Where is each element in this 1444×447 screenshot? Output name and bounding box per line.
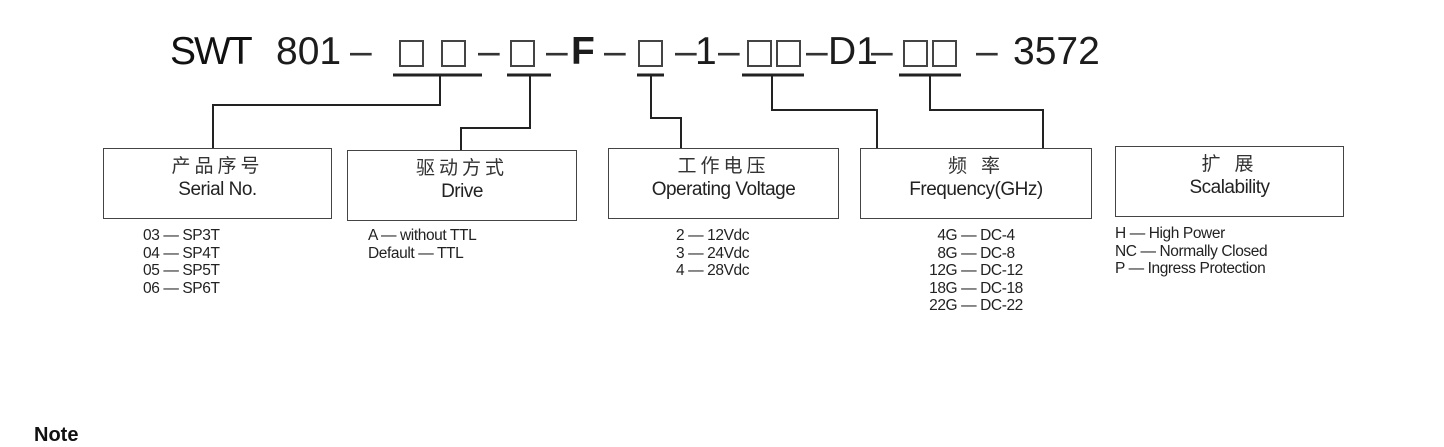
- option-item: 04 — SP4T: [143, 244, 220, 262]
- field-title-en: Serial No.: [178, 179, 257, 200]
- slot-frequency-1: [747, 40, 772, 67]
- option-item: NC — Normally Closed: [1115, 242, 1268, 260]
- field-title-zh: 驱动方式: [415, 157, 508, 179]
- option-item: 06 — SP6T: [143, 279, 220, 297]
- options-serial-no: 03 — SP3T 04 — SP4T 05 — SP5T 06 — SP6T: [143, 227, 220, 297]
- model-fixed-d1: D1: [828, 30, 878, 73]
- option-item: 2 — 12Vdc: [676, 227, 750, 244]
- model-fixed-1: 1: [695, 30, 717, 73]
- option-item: H — High Power: [1115, 225, 1225, 242]
- field-box-serial-no: 产品序号 Serial No.: [103, 148, 332, 219]
- code-dash: –: [976, 30, 998, 73]
- model-suffix: 3572: [1013, 30, 1100, 73]
- note-heading: Note: [34, 424, 79, 446]
- code-dash: –: [604, 30, 626, 73]
- code-dash: –: [871, 30, 893, 73]
- slot-drive: [510, 40, 535, 67]
- options-scalability: H — High Power NC — Normally Closed P — …: [1115, 225, 1268, 278]
- option-item: 4G — DC-4: [937, 227, 1015, 244]
- option-item: 8G — DC-8: [937, 244, 1015, 262]
- field-title-en: Operating Voltage: [651, 179, 796, 200]
- field-title-zh: 扩 展: [1201, 153, 1258, 175]
- option-item: 3 — 24Vdc: [676, 244, 750, 262]
- slot-scalability-2: [932, 40, 957, 67]
- slot-scalability-1: [903, 40, 928, 67]
- field-box-scalability: 扩 展 Scalability: [1115, 146, 1344, 217]
- field-box-drive: 驱动方式 Drive: [347, 150, 577, 221]
- field-box-operating-voltage: 工作电压 Operating Voltage: [608, 148, 839, 219]
- connector-voltage: [650, 75, 682, 148]
- field-title-en: Drive: [441, 181, 483, 202]
- option-item: A — without TTL: [368, 227, 477, 244]
- option-item: 03 — SP3T: [143, 227, 220, 244]
- slot-frequency-2: [776, 40, 801, 67]
- option-item: 05 — SP5T: [143, 262, 220, 279]
- field-box-frequency: 频 率 Frequency(GHz): [860, 148, 1092, 219]
- model-fixed-f: F: [571, 30, 595, 73]
- connector-scalability: [929, 75, 1044, 148]
- options-frequency: 4G — DC-4 8G — DC-8 12G — DC-12 18G — DC…: [905, 227, 1047, 315]
- connector-serial: [212, 75, 441, 148]
- field-title-zh: 工作电压: [677, 155, 770, 177]
- option-item: 18G — DC-18: [929, 279, 1023, 297]
- field-title-zh: 频 率: [947, 155, 1005, 177]
- code-dash: –: [718, 30, 740, 73]
- slot-serial-2: [441, 40, 466, 67]
- options-drive: A — without TTL Default — TTL: [368, 227, 477, 262]
- option-item: 22G — DC-22: [929, 297, 1023, 314]
- code-dash: –: [546, 30, 568, 73]
- field-title-zh: 产品序号: [171, 155, 264, 177]
- slot-serial-1: [399, 40, 424, 67]
- code-dash: –: [478, 30, 500, 73]
- connector-drive: [460, 75, 531, 150]
- code-dash: –: [350, 30, 372, 73]
- field-title-en: Frequency(GHz): [909, 179, 1043, 200]
- field-title-en: Scalability: [1189, 177, 1270, 198]
- option-item: Default — TTL: [368, 244, 464, 262]
- connector-lines: [212, 73, 1044, 150]
- option-item: P — Ingress Protection: [1115, 260, 1266, 277]
- model-prefix: SWT: [170, 30, 253, 73]
- options-operating-voltage: 2 — 12Vdc 3 — 24Vdc 4 — 28Vdc: [676, 227, 749, 280]
- code-dash: –: [675, 30, 697, 73]
- slot-voltage: [638, 40, 663, 67]
- option-item: 12G — DC-12: [929, 262, 1023, 279]
- code-dash: –: [806, 30, 828, 73]
- model-series: 801: [276, 30, 342, 73]
- option-item: 4 — 28Vdc: [676, 262, 750, 279]
- connector-frequency: [771, 75, 878, 148]
